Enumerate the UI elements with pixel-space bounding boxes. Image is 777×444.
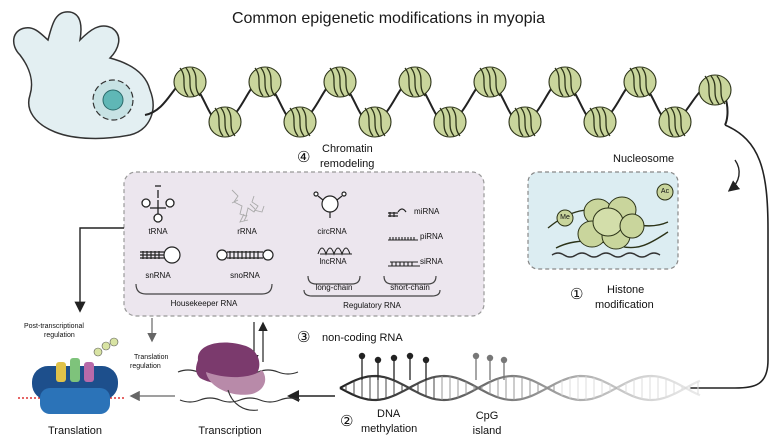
nucleosome-icon [658,106,692,138]
mirna-icon [388,208,407,217]
group-label-housekeeper: Housekeeper RNA [170,299,238,308]
dna-strand [339,374,701,402]
methyl-group-icon [390,354,398,380]
ribosome-translation-icon [18,337,125,414]
nucleosome-icon [433,106,467,138]
sirna-icon [388,261,420,267]
circrna-icon [313,191,347,218]
acetyl-mark-icon [656,183,674,201]
histone-label-line2: modification [595,299,654,311]
step-number-histone: ① [570,286,584,303]
methyl-group-icon [406,352,414,380]
group-label-short-chain: short-chain [390,283,430,292]
chromatin-label-line1: Chromatin [322,143,373,155]
rna-label-circrna: circRNA [317,227,347,236]
nucleosome-icon [173,66,207,98]
methyl-group-icon [500,356,508,380]
rna-label-snorna: snoRNA [230,271,260,280]
ncrna-panel [123,171,485,317]
nucleosome-array [173,66,732,138]
pirna-icon [388,237,418,241]
page-title: Common epigenetic modifications in myopi… [231,10,546,27]
ncrna-label: non-coding RNA [322,332,403,344]
snrna-icon [140,246,181,264]
nucleosome-label: Nucleosome [613,153,675,165]
nucleosome-icon [358,106,392,138]
rna-label-lncrna: lncRNA [319,257,347,266]
nucleosome-arrow [727,159,741,192]
trna-icon [141,185,175,223]
cpg-label-line1: CpG [475,410,499,422]
nucleosome-icon [208,106,242,138]
lncrna-icon [317,247,352,256]
step-number-ncrna: ③ [297,329,311,346]
dna-label-line1: DNA [377,408,401,420]
group-label-long-chain: long-chain [315,283,353,292]
step-number-chromatin: ④ [297,149,311,166]
translation-regulation-line2: regulation [130,363,161,370]
nucleosome-icon [398,66,432,98]
group-label-regulatory: Regulatory RNA [343,301,401,310]
chromatin-label-line2: remodeling [320,158,375,170]
nucleosome-icon [323,66,357,98]
translation-label: Translation [47,425,103,437]
nucleosome-icon [623,66,657,98]
methyl-group-icon [472,352,480,380]
bracket-regulatory [303,289,441,297]
rna-label-mirna: miRNA [414,207,440,216]
nucleosome-icon [583,106,617,138]
bracket-short-chain [383,275,437,285]
rna-label-rrna: rRNA [237,227,257,236]
methyl-mark-label: Me [560,214,570,221]
methyl-group-icon [374,356,382,380]
histone-octamer [547,183,674,258]
post-transcriptional-line2: regulation [44,332,75,339]
post-transcriptional-line1: Post-transcriptional [24,323,84,330]
bracket-long-chain [307,275,361,285]
transcription-label: Transcription [198,425,262,437]
ribosome-transcription-icon [177,342,301,411]
nucleosome-icon [473,66,507,98]
nucleosome-icon [698,74,732,106]
nucleosome-icon [548,66,582,98]
histone-label-line1: Histone [607,284,645,296]
acetyl-mark-label: Ac [660,188,670,195]
rna-label-snrna: snRNA [145,271,171,280]
nucleosome-icon [508,106,542,138]
rna-label-sirna: siRNA [420,257,443,266]
cpg-label-line2: island [472,425,502,437]
dna-linker-right [690,124,769,389]
step-number-dna: ② [340,413,354,430]
rna-label-pirna: piRNA [420,232,444,241]
methyl-group-icon [358,352,366,380]
dna-label-line2: methylation [361,423,418,435]
dna-double-helix [339,352,701,402]
dna-strand [339,374,701,402]
rrna-icon [231,189,265,223]
cell [13,11,154,140]
nucleus [92,79,134,121]
methyl-group-icon [422,356,430,380]
nucleosome-icon [248,66,282,98]
translation-regulation-line1: Translation [134,354,169,361]
methyl-mark-icon [556,209,574,227]
snorna-icon [216,249,274,261]
methyl-group-icon [486,354,494,380]
rna-label-trna: tRNA [148,227,168,236]
bracket-housekeeper [135,283,273,295]
nucleosome-icon [283,106,317,138]
arrow-post-transcriptional [74,227,124,313]
